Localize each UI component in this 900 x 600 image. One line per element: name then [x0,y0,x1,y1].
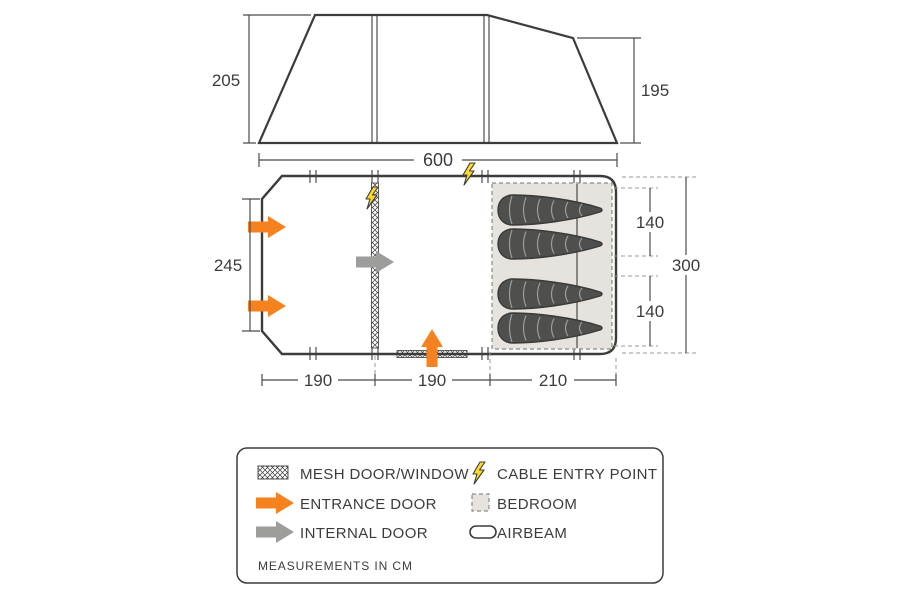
dim-bottom-segment-value: 210 [539,371,567,390]
plan-airbeam-ticks [309,170,581,360]
label-bg [632,212,668,232]
legend-item-label: MESH DOOR/WINDOW [300,466,469,483]
dim-bottom-segment-value: 190 [304,371,332,390]
legend-item-label: BEDROOM [497,496,577,513]
dim-bedroom-top-ext [614,187,658,257]
dim-height-right: 195 [577,37,669,144]
dim-bottom-lines [261,374,617,386]
legend-item-label: CABLE ENTRY POINT [497,466,657,483]
legend-item-label: ENTRANCE DOOR [300,496,437,513]
elevation-airbeam-lines [371,16,490,142]
legend-item-label: INTERNAL DOOR [300,525,428,542]
bedroom-swatch-icon [471,493,490,512]
legend: MESH DOOR/WINDOW CABLE ENTRY POINT ENTRA… [236,447,664,584]
dim-depth-left-lines [242,198,260,332]
dim-height-right-value: 195 [641,81,669,100]
dim-bottom-segment-value: 190 [418,371,446,390]
entrance-arrow-icon [256,492,294,514]
tent-side-profile [257,13,619,145]
dim-right-total: 300 [622,176,704,354]
dim-total-width-value: 600 [423,150,453,170]
dim-right-total-ext [622,176,696,354]
dim-depth-left-value: 245 [214,256,242,275]
dim-height-left: 205 [212,14,311,144]
floor-plan-view: 245 140 140 300 190 190 210 [214,162,704,390]
measurements-note: MEASUREMENTS IN CM [258,559,413,573]
dim-bottom-segments: 190 190 210 [261,352,617,390]
dim-height-right-lines [577,37,641,144]
dim-height-left-lines [243,14,311,144]
dim-total-width-lines [258,153,618,167]
dim-bedroom-top: 140 [614,187,668,257]
dim-total-width: 600 [258,150,618,170]
legend-item-label: AIRBEAM [497,525,567,542]
dim-bedroom-top-value: 140 [636,213,664,232]
dim-bedroom-bottom-value: 140 [636,302,664,321]
dim-height-left-value: 205 [212,71,240,90]
dim-depth-left: 245 [214,198,260,332]
mesh-swatch-icon [257,465,289,480]
dim-bedroom-bottom-ext [614,275,658,347]
airbeam-icon [469,525,497,539]
dim-bedroom-bottom: 140 [614,275,668,347]
side-elevation-view: 205 195 600 [212,13,669,170]
label-bg [668,255,704,275]
internal-arrow-icon [256,521,294,543]
legend-box [236,447,664,584]
dim-right-total-value: 300 [672,256,700,275]
dim-bottom-ext [374,352,617,377]
lightning-icon [472,461,486,485]
label-bg [632,301,668,321]
